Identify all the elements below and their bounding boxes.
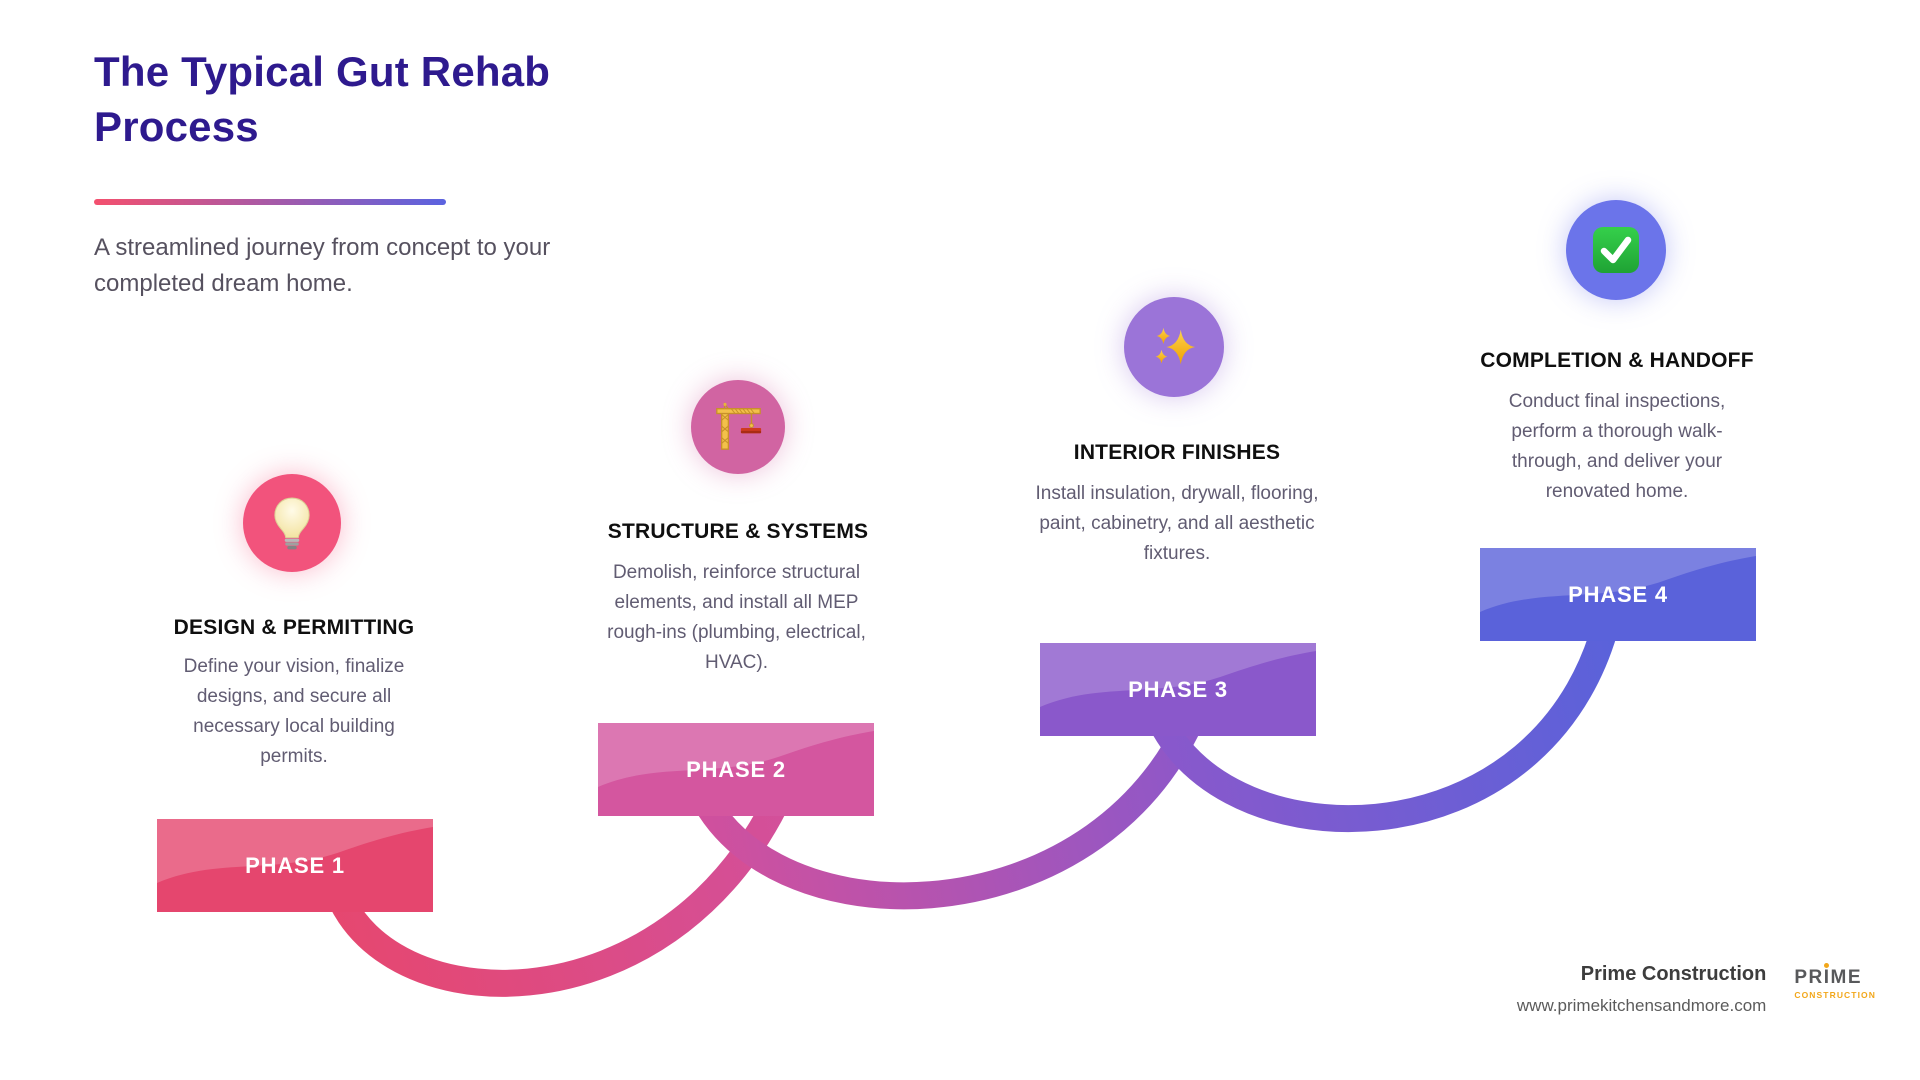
phase4-box: PHASE 4 bbox=[1480, 548, 1756, 641]
phase4-description: Conduct final inspections, perform a tho… bbox=[1508, 391, 1726, 502]
phase3-box-swoosh bbox=[1040, 643, 1316, 707]
phase1-heading: DESIGN & PERMITTING bbox=[173, 616, 415, 639]
curve-phase1-to-phase2 bbox=[316, 753, 808, 997]
phase3-box: PHASE 3 bbox=[1040, 643, 1316, 736]
phase3-label: PHASE 3 bbox=[1128, 676, 1228, 702]
phase2-description: Demolish, reinforce structural elements,… bbox=[607, 562, 866, 673]
phase1-label: PHASE 1 bbox=[245, 852, 345, 878]
phase2-label: PHASE 2 bbox=[686, 756, 786, 782]
page-title: The Typical Gut Rehab Process bbox=[94, 48, 551, 151]
phase3-heading: INTERIOR FINISHES bbox=[1073, 441, 1281, 464]
lightbulb-icon bbox=[274, 497, 310, 550]
check-icon bbox=[1593, 227, 1639, 273]
logo-wordmark: PRIME bbox=[1794, 963, 1862, 989]
phase2-heading: STRUCTURE & SYSTEMS bbox=[607, 520, 869, 543]
phase4-icon-circle bbox=[1566, 200, 1666, 300]
curve-phase2-to-phase3 bbox=[676, 678, 1218, 910]
curve-phase3-to-phase4 bbox=[1136, 595, 1626, 833]
phase4-heading: COMPLETION & HANDOFF bbox=[1480, 349, 1754, 372]
page-subtitle: A streamlined journey from concept to yo… bbox=[94, 234, 551, 297]
footer: Prime Construction www.primekitchensandm… bbox=[1517, 963, 1876, 1016]
footer-company-name: Prime Construction bbox=[1580, 963, 1767, 985]
phase1-box: PHASE 1 bbox=[157, 819, 433, 912]
phase1-icon-circle bbox=[243, 474, 341, 572]
logo-subtext: CONSTRUCTION bbox=[1794, 990, 1876, 1000]
phase2-icon-circle bbox=[691, 380, 785, 474]
phase4-label: PHASE 4 bbox=[1568, 581, 1668, 607]
phase4-box-swoosh bbox=[1480, 548, 1756, 612]
sparkles-icon bbox=[1155, 327, 1196, 365]
phase1-box-swoosh bbox=[157, 819, 433, 883]
footer-website: www.primekitchensandmore.com bbox=[1516, 996, 1767, 1015]
prime-construction-logo: PRIME CONSTRUCTION bbox=[1794, 963, 1876, 1000]
phase3-icon-circle bbox=[1124, 297, 1224, 397]
crane-icon bbox=[716, 402, 762, 450]
phase1-description: Define your vision, finalize designs, an… bbox=[183, 656, 405, 767]
title-accent-underline bbox=[94, 199, 446, 205]
phase2-box-swoosh bbox=[598, 723, 874, 787]
phase3-description: Install insulation, drywall, flooring, p… bbox=[1035, 483, 1319, 564]
logo-orange-dot bbox=[1824, 963, 1830, 968]
phase2-box: PHASE 2 bbox=[598, 723, 874, 816]
